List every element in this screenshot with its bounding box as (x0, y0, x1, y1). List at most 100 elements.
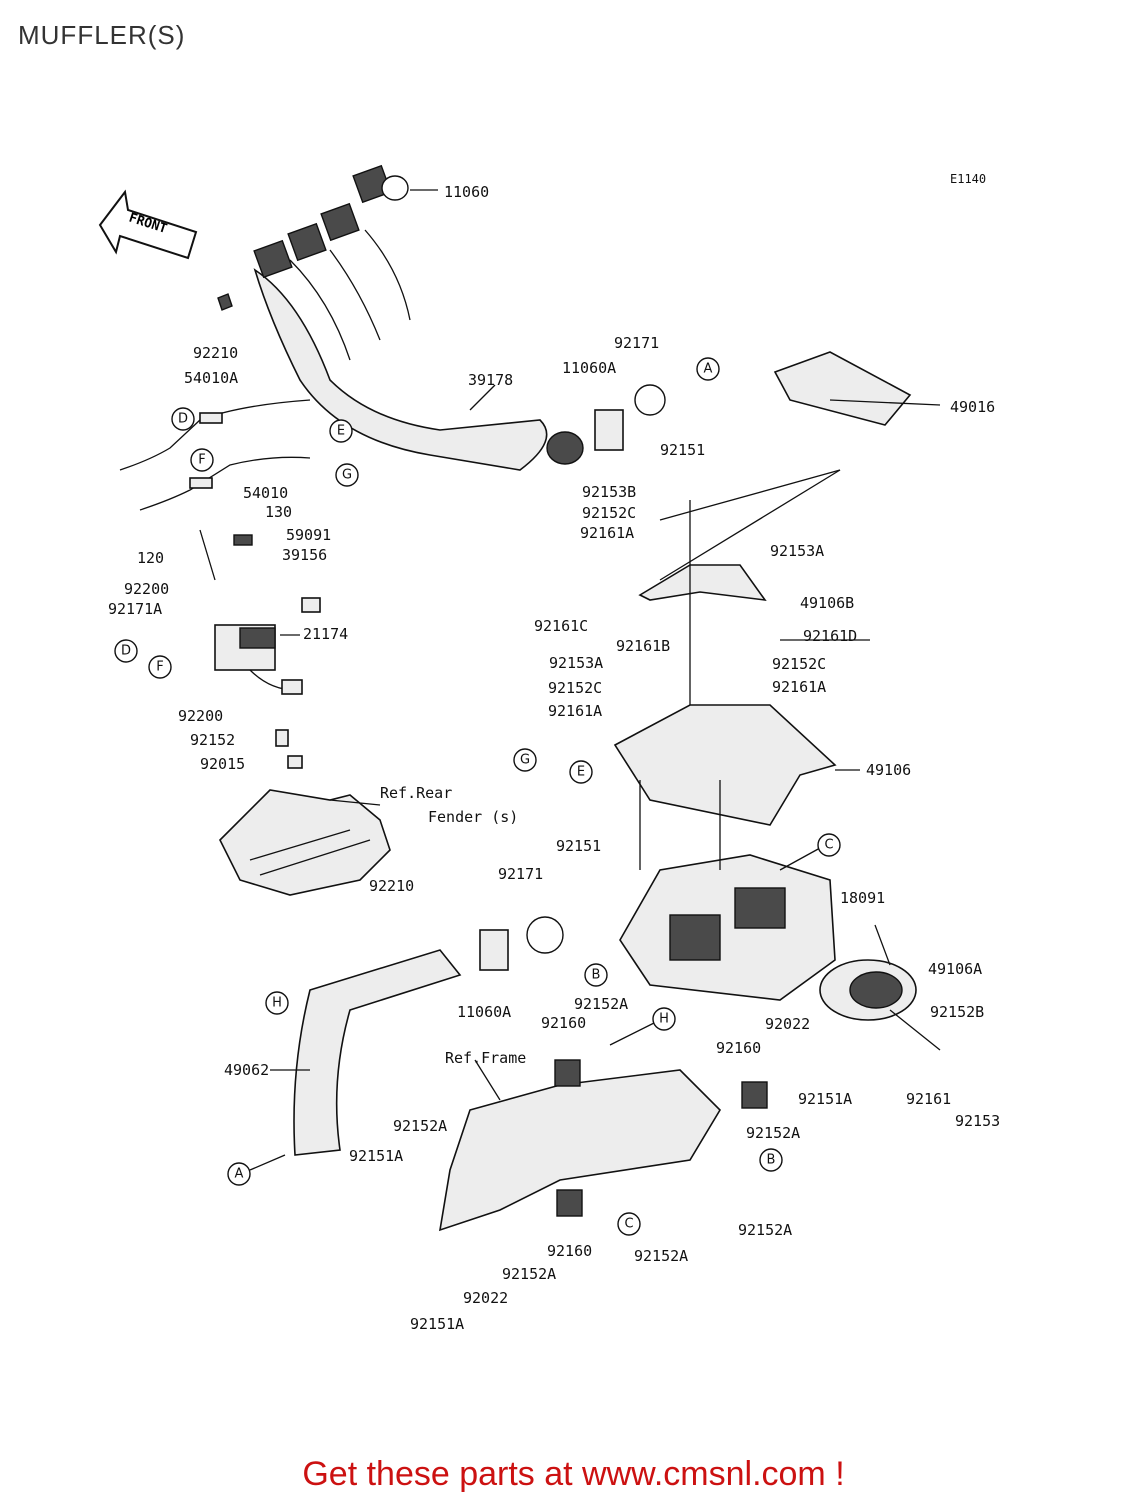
svg-text:C: C (624, 1217, 633, 1232)
part-label: 92152C (772, 655, 826, 673)
part-label: 92161A (580, 524, 634, 542)
callout-e: E (329, 419, 353, 443)
callout-a: A (696, 357, 720, 381)
part-label: 11060 (444, 183, 489, 201)
callout-b: B (759, 1148, 783, 1172)
part-label: 130 (265, 503, 292, 521)
part-label: 92152 (190, 731, 235, 749)
svg-text:G: G (342, 468, 352, 483)
part-label: 92153A (770, 542, 824, 560)
part-label: 92151 (660, 441, 705, 459)
part-label: 92152A (502, 1265, 556, 1283)
callout-h: H (265, 991, 289, 1015)
part-label: 92161D (803, 627, 857, 645)
part-label: 92151 (556, 837, 601, 855)
callout-a: A (227, 1162, 251, 1186)
part-label: 92152A (746, 1124, 800, 1142)
part-label: 92152A (634, 1247, 688, 1265)
part-label: 92015 (200, 755, 245, 773)
callout-f: F (148, 655, 172, 679)
part-labels: 11060 92210 54010A 39178 11060A 92171 92… (108, 183, 1000, 1333)
part-label: 92151A (349, 1147, 403, 1165)
part-label: 92161 (906, 1090, 951, 1108)
svg-text:B: B (592, 968, 601, 983)
part-label: 11060A (562, 359, 616, 377)
callout-b: B (584, 963, 608, 987)
part-label: 92200 (124, 580, 169, 598)
part-label: 92210 (193, 344, 238, 362)
gasket-11060a-drawing (479, 929, 509, 971)
part-label: 92151A (410, 1315, 464, 1333)
ref-label-fender: Fender (s) (428, 808, 518, 826)
svg-text:E: E (577, 765, 585, 780)
part-label: 92200 (178, 707, 223, 725)
part-label: 92161A (772, 678, 826, 696)
part-label: 92160 (547, 1242, 592, 1260)
part-label: 92153A (549, 654, 603, 672)
svg-text:B: B (767, 1153, 776, 1168)
front-arrow-icon: FRONT (98, 189, 198, 260)
part-label: 21174 (303, 625, 348, 643)
callout-c: C (817, 833, 841, 857)
part-label: 54010 (243, 484, 288, 502)
svg-text:D: D (178, 412, 188, 427)
part-label: 92152C (548, 679, 602, 697)
sensor-wires-drawing (119, 399, 311, 511)
part-label: 92151A (798, 1090, 852, 1108)
svg-text:F: F (198, 453, 205, 468)
svg-text:A: A (235, 1167, 244, 1182)
frame-bracket-drawing (438, 1059, 768, 1232)
svg-text:E: E (337, 424, 345, 439)
muffler-body-drawing (619, 854, 917, 1021)
parts-diagram: E1140 FRONT (98, 164, 1000, 1333)
part-label: 92161A (548, 702, 602, 720)
part-label: 49062 (224, 1061, 269, 1079)
part-label: 92152C (582, 504, 636, 522)
page-title: MUFFLER(S) (18, 20, 186, 50)
svg-text:C: C (824, 838, 833, 853)
exhaust-header-drawing (217, 164, 584, 471)
part-label: 92152A (574, 995, 628, 1013)
callout-d: D (114, 639, 138, 663)
part-label: 92153B (582, 483, 636, 501)
callout-f: F (190, 448, 214, 472)
callout-g: G (513, 748, 537, 772)
part-label: 92171A (108, 600, 162, 618)
part-label: 92161B (616, 637, 670, 655)
part-label: 92210 (369, 877, 414, 895)
part-label: 92152A (738, 1221, 792, 1239)
part-label: 92171 (498, 865, 543, 883)
svg-text:H: H (659, 1012, 669, 1027)
rear-fender-drawing (219, 729, 391, 896)
part-label: 92160 (716, 1039, 761, 1057)
diagram-code: E1140 (950, 172, 986, 186)
part-label: 92161C (534, 617, 588, 635)
part-label: 92171 (614, 334, 659, 352)
leader-lines (249, 189, 941, 1171)
callout-e: E (569, 760, 593, 784)
part-label: 49106 (866, 761, 911, 779)
part-label: 92152A (393, 1117, 447, 1135)
part-label: 49016 (950, 398, 995, 416)
callout-d: D (171, 407, 195, 431)
svg-text:G: G (520, 753, 530, 768)
part-label: 18091 (840, 889, 885, 907)
part-label: 92152B (930, 1003, 984, 1021)
heat-cover-drawing (773, 351, 912, 426)
ref-label-rear: Ref.Rear (380, 784, 452, 802)
svg-text:D: D (121, 644, 131, 659)
promo-link[interactable]: Get these parts at www.cmsnl.com ! (302, 1455, 845, 1493)
part-label: 59091 (286, 526, 331, 544)
svg-text:H: H (272, 996, 282, 1011)
valve-actuator-drawing (199, 529, 321, 695)
svg-text:A: A (704, 362, 713, 377)
callout-g: G (335, 463, 359, 487)
part-label: 120 (137, 549, 164, 567)
part-label: 92022 (463, 1289, 508, 1307)
part-label: 39156 (282, 546, 327, 564)
part-label: 92153 (955, 1112, 1000, 1130)
part-label: 39178 (468, 371, 513, 389)
gasket-11060a-top-drawing (594, 409, 624, 451)
link-pipe-drawing (293, 949, 462, 1156)
part-label: 11060A (457, 1003, 511, 1021)
